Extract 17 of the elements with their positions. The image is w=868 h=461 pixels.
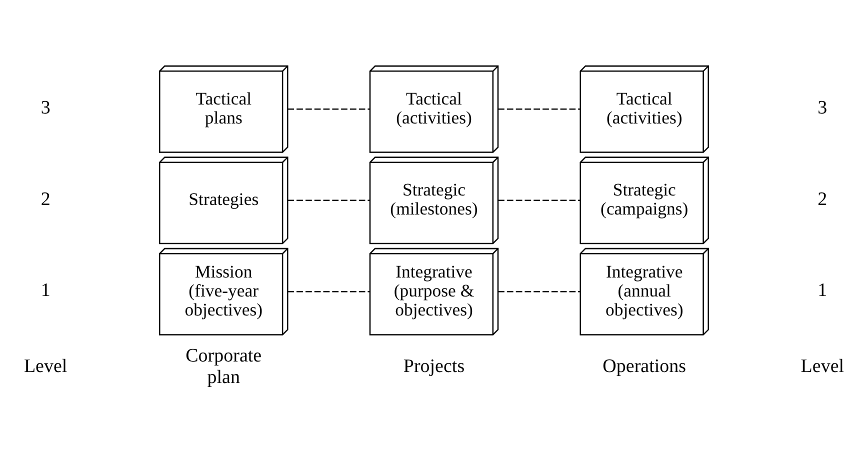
label: 2 (40, 188, 50, 210)
label: 3 (818, 98, 828, 119)
label: Level (24, 356, 68, 378)
connector (288, 291, 370, 292)
label: Operations (602, 356, 686, 378)
label: Corporate plan (186, 345, 262, 388)
connector (288, 200, 370, 202)
connector (498, 291, 580, 292)
label: 3 (40, 98, 50, 119)
label: Projects (403, 356, 465, 378)
label: 1 (40, 280, 50, 302)
label: Level (800, 356, 844, 378)
connector (498, 200, 580, 202)
connector (498, 108, 580, 110)
connector (288, 108, 370, 110)
label: 2 (818, 188, 828, 210)
label: 1 (818, 280, 828, 302)
